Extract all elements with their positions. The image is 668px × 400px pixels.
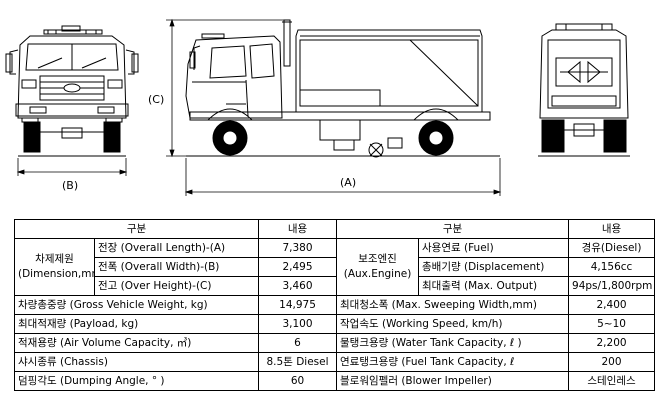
dimension-a [184, 158, 502, 196]
spec-label: 샤시종류 (Chassis) [13, 352, 260, 372]
height-label: (C) [148, 93, 164, 106]
engine-category: 보조엔진 (Aux.Engine) [336, 238, 420, 296]
width-label: (B) [62, 179, 78, 192]
dimension-b [16, 158, 128, 176]
spec-value: 2,400 [568, 295, 656, 315]
dimension-label: 전장 (Overall Length)-(A) [93, 238, 260, 258]
spec-value: 14,975 [258, 295, 338, 315]
spec-value: 3,100 [258, 314, 338, 334]
table-row: 샤시종류 (Chassis) 8.5톤 Diesel 연료탱크용량 (Fuel … [13, 352, 656, 372]
dimension-label: 전고 (Over Height)-(C) [93, 276, 260, 296]
rear-view [538, 23, 630, 157]
spec-label: 최대청소폭 (Max. Sweeping Width,mm) [336, 295, 570, 315]
side-view [185, 19, 500, 158]
spec-value: 8.5톤 Diesel [258, 352, 338, 372]
table-header-row: 구분 내용 구분 내용 [13, 219, 656, 239]
table-row: 전폭 (Overall Width)-(B) 2,495 총배기량 (Displ… [15, 257, 656, 277]
engine-value: 4,156cc [568, 257, 656, 277]
dimension-category: 차제제원 (Dimension,mm) [14, 238, 95, 296]
spec-label: 블로워임펠러 (Blower Impeller) [336, 371, 570, 391]
engine-value: 경유(Diesel) [568, 238, 656, 258]
dimension-category-label: 차제제원 (Dimension,mm) [18, 253, 94, 280]
dimension-label: 전폭 (Overall Width)-(B) [93, 257, 260, 277]
engine-label: 총배기량 (Displacement) [418, 257, 570, 277]
spec-label: 연료탱크용량 (Fuel Tank Capacity, ℓ [336, 352, 570, 372]
table-row: 덤핑각도 (Dumping Angle, ° ) 60 블로워임펠러 (Blow… [13, 371, 656, 391]
spec-table: 구분 내용 구분 내용 차제제원 (Dimension,mm) 전장 (Over… [13, 219, 656, 391]
engine-value: 94ps/1,800rpm [568, 276, 656, 296]
spec-value: 5~10 [568, 314, 656, 334]
table-row: 차제제원 (Dimension,mm) 전장 (Overall Length)-… [14, 238, 656, 296]
spec-label: 작업속도 (Working Speed, km/h) [336, 314, 570, 334]
spec-value: 스테인레스 [568, 371, 656, 391]
table-row: 전고 (Over Height)-(C) 3,460 최대출력 (Max. Ou… [15, 276, 656, 296]
engine-category-label: 보조엔진 (Aux.Engine) [343, 253, 412, 280]
table-row: 차량총중량 (Gross Vehicle Weight, kg) 14,975 … [13, 295, 656, 315]
dimension-value: 2,495 [258, 257, 338, 277]
spec-label: 덤핑각도 (Dumping Angle, ° ) [13, 371, 260, 391]
front-view [5, 25, 139, 157]
spec-label: 적재용량 (Air Volume Capacity, ㎥) [13, 333, 260, 353]
spec-value: 60 [258, 371, 338, 391]
engine-label: 최대출력 (Max. Output) [418, 276, 570, 296]
spec-label: 차량총중량 (Gross Vehicle Weight, kg) [13, 295, 260, 315]
table-row: 적재용량 (Air Volume Capacity, ㎥) 6 물탱크용량 (W… [13, 333, 656, 353]
engine-label: 사용연료 (Fuel) [418, 238, 570, 258]
dimension-value: 7,380 [258, 238, 338, 258]
table-row: 최대적재량 (Payload, kg) 3,100 작업속도 (Working … [13, 314, 656, 334]
spec-value: 200 [568, 352, 656, 372]
header-value-right: 내용 [568, 219, 656, 239]
spec-value: 6 [258, 333, 338, 353]
header-category-right: 구분 [336, 219, 570, 239]
header-category-left: 구분 [13, 219, 260, 239]
truck-technical-drawing: (B) [5, 18, 630, 196]
spec-label: 최대적재량 (Payload, kg) [13, 314, 260, 334]
header-value-left: 내용 [258, 219, 338, 239]
spec-value: 2,200 [568, 333, 656, 353]
dimension-value: 3,460 [258, 276, 338, 296]
spec-label: 물탱크용량 (Water Tank Capacity, ℓ ) [336, 333, 570, 353]
length-label: (A) [340, 176, 356, 189]
dimension-c [166, 18, 286, 158]
